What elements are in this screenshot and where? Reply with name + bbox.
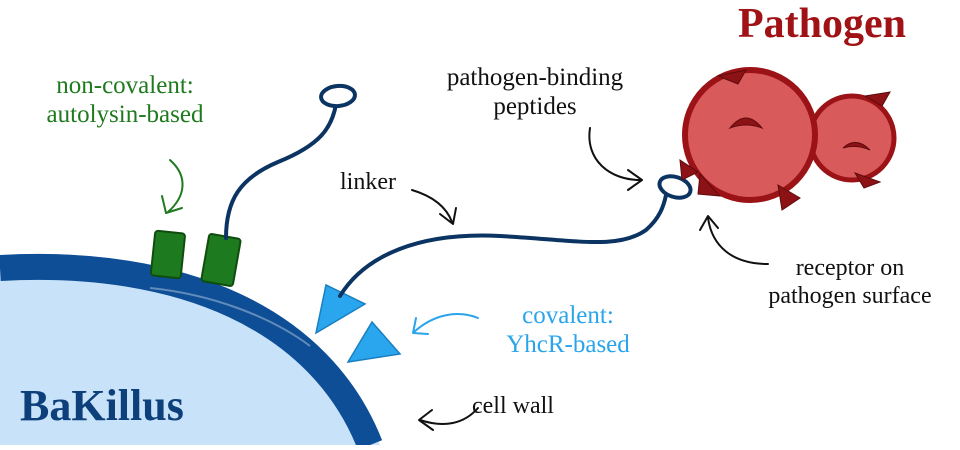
linker-long <box>338 193 668 298</box>
autolysin-anchor-1 <box>149 229 186 280</box>
label-receptor-line2: pathogen surface <box>768 282 932 309</box>
label-receptor-line1: receptor on <box>795 255 905 281</box>
receptor-8 <box>697 172 722 197</box>
arrow-cellwall-head <box>418 409 434 431</box>
binding-peptide-loop-2 <box>657 174 693 200</box>
noncovalent-anchors <box>149 229 242 287</box>
label-covalent-line2: YhcR-based <box>506 330 630 358</box>
receptor-6 <box>853 172 882 189</box>
receptor-2 <box>728 117 764 130</box>
arrow-peptides <box>588 127 641 181</box>
arrow-linker-head <box>439 207 457 225</box>
arrow-linker <box>411 189 453 223</box>
label-pathogen-binding-line1: pathogen-binding <box>446 64 624 91</box>
receptor-7 <box>679 158 699 181</box>
arrow-peptides-head <box>627 169 643 191</box>
arrow-covalent-head <box>412 317 429 335</box>
binding-peptide-loop-1 <box>319 83 357 109</box>
arrow-noncovalent <box>167 159 184 213</box>
label-noncovalent-line1: non-covalent: <box>56 72 194 99</box>
receptor-4 <box>863 91 891 107</box>
autolysin-anchor-2 <box>200 233 242 287</box>
arrow-cellwall <box>419 407 479 425</box>
label-noncovalent: non-covalent: autolysin-based <box>15 72 235 130</box>
label-bakillus: BaKillus <box>20 381 184 430</box>
label-pathogen-binding-line2: peptides <box>493 92 577 120</box>
arrow-receptor-head <box>699 215 719 231</box>
linker-short <box>224 102 338 240</box>
linkers <box>224 83 693 298</box>
pathogen-cell-small <box>807 93 897 183</box>
label-cell-wall: cell wall <box>472 393 554 419</box>
arrow-receptor <box>707 217 769 265</box>
arrow-noncovalent-head <box>161 195 183 214</box>
label-receptor: receptor on pathogen surface <box>740 255 960 310</box>
receptor-3 <box>716 69 747 85</box>
label-pathogen-binding-peptides: pathogen-binding peptides <box>420 64 650 122</box>
cell-wall-highlight <box>149 287 311 347</box>
pathogen-cell-large <box>682 67 818 203</box>
arrow-covalent <box>413 313 479 333</box>
label-pathogen: Pathogen <box>738 1 906 47</box>
yhcr-anchor-1 <box>314 283 367 335</box>
covalent-anchors <box>314 283 402 363</box>
receptor-9 <box>777 184 801 211</box>
annotation-arrows <box>161 127 769 431</box>
cell-body <box>0 258 380 445</box>
yhcr-anchor-2 <box>346 320 402 363</box>
receptor-5 <box>842 142 871 151</box>
bakillus-cell <box>0 254 383 450</box>
pathogen <box>679 67 897 211</box>
label-noncovalent-line2: autolysin-based <box>46 100 204 128</box>
label-linker: linker <box>340 169 396 195</box>
cell-wall <box>0 254 383 450</box>
label-covalent-line1: covalent: <box>522 302 614 329</box>
label-covalent: covalent: YhcR-based <box>478 302 658 360</box>
